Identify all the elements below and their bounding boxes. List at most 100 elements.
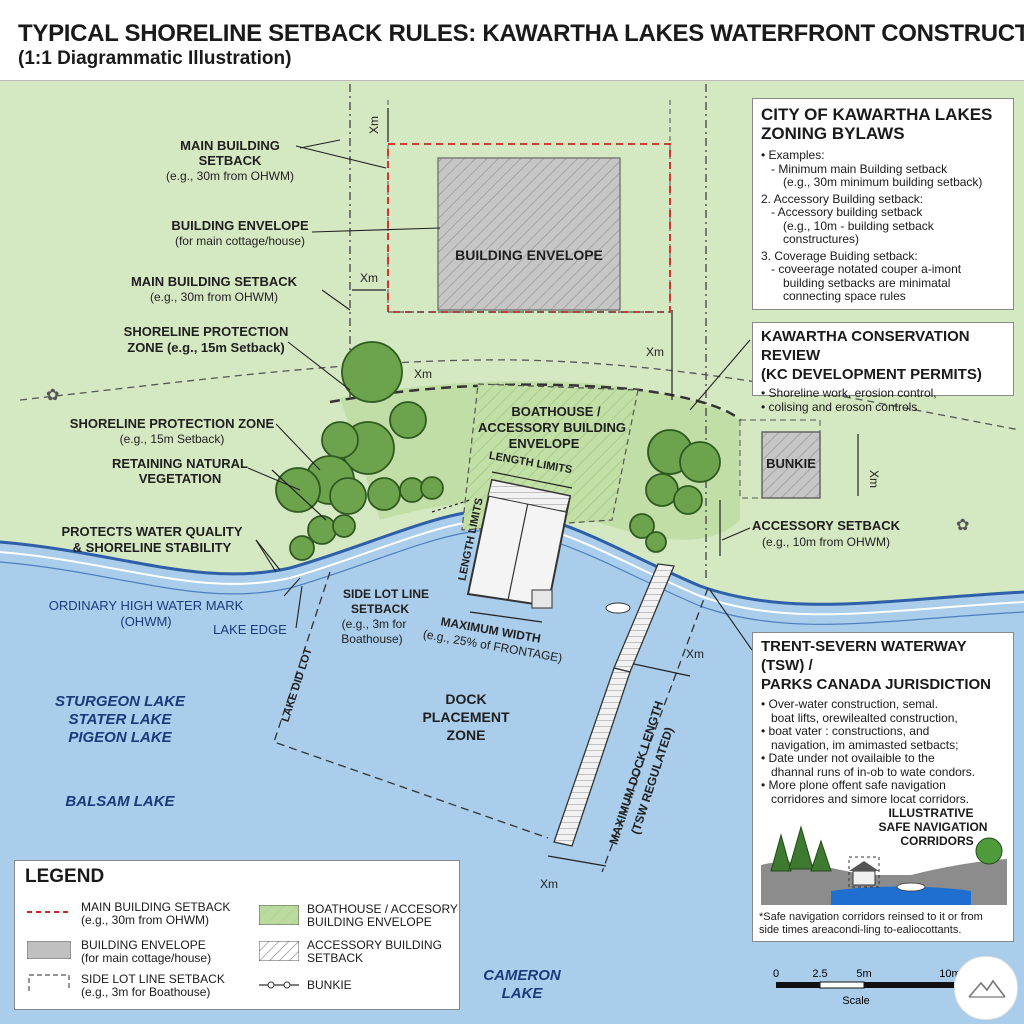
legend-item-b: SETBACK [307, 951, 364, 965]
tsw-line: navigation, im amimasted setbacts; [771, 737, 959, 752]
scale-tick: 5m [856, 968, 871, 980]
kc-title-2: (KC DEVELOPMENT PERMITS) [761, 366, 982, 383]
accessory-setback-label: ACCESSORY SETBACK [752, 518, 901, 533]
legend-item-label: ACCESSORY BUILDING SETBACK [307, 939, 442, 965]
boathouse-label: BOATHOUSE / [511, 404, 601, 419]
envelope-label-2: (for main cottage/house) [175, 234, 305, 248]
lake-name-cameron-2: LAKE [502, 985, 544, 1002]
legend-item-b: (for main cottage/house) [81, 951, 212, 965]
tsw-line: boat lifts, orewilealted construction, [771, 710, 958, 725]
spz-dashed-arc-2 [329, 383, 741, 421]
natural-vegetation-trees [275, 341, 721, 561]
page-title: TYPICAL SHORELINE SETBACK RULES: KAWARTH… [18, 20, 1024, 47]
flower-marker-icon: ✿ [956, 515, 969, 534]
legend-swatch-grey [27, 941, 71, 959]
mountain-logo-graphic [968, 979, 1006, 998]
spz-label: SHORELINE PROTECTION [124, 324, 289, 339]
scale-label: Scale [842, 995, 870, 1007]
tsw-line: corridores and simore locat corridors. [771, 791, 970, 806]
illustration-caption-3: CORRIDORS [900, 834, 973, 848]
xm-label: Xm [686, 647, 704, 661]
scale-tick: 2.5 [812, 968, 827, 980]
legend-item-label: BOATHOUSE / ACCESORY BUILDING ENVELOPE [307, 903, 458, 929]
boathouse-structure [466, 478, 572, 609]
dock-structure [553, 563, 675, 847]
side-lot-label-4: Boathouse) [341, 632, 402, 646]
tsw-footnote: *Safe navigation corridors reinsed to it… [759, 911, 983, 923]
legend-item-b: BUILDING ENVELOPE [307, 915, 432, 929]
legend-item-a: ACCESSORY BUILDING [307, 938, 442, 952]
scale-tick: 0 [773, 968, 779, 980]
page-subtitle: (1:1 Diagrammatic Illustration) [18, 48, 292, 69]
main-setback-label-3: (e.g., 30m from OHWM) [166, 169, 294, 183]
veg-label-2: VEGETATION [139, 471, 222, 486]
ohwm-label: ORDINARY HIGH WATER MARK [49, 598, 244, 613]
kawartha-conservation-panel: KAWARTHA CONSERVATION REVIEW (KC DEVELOP… [752, 322, 1014, 413]
zoning-bylaws-panel: CITY OF KAWARTHA LAKES ZONING BYLAWS • E… [752, 98, 1014, 310]
main-building-setback-boundary [387, 143, 671, 313]
legend-item-b: (e.g., 3m for Boathouse) [81, 985, 211, 999]
dock-zone-right [601, 587, 709, 873]
tsw-line: • boat vater : constructions, and [761, 724, 930, 738]
main-setback-2-label: MAIN BUILDING SETBACK [131, 274, 298, 289]
illustration-caption-2: SAFE NAVIGATION [879, 820, 988, 834]
lake-edge-label: LAKE EDGE [213, 622, 287, 637]
legend-item-label: BUILDING ENVELOPE (for main cottage/hous… [81, 939, 211, 965]
building-envelope-box [437, 157, 621, 311]
zoning-line: building setbacks are minimatal [783, 275, 951, 290]
zoning-title-2: ZONING BYLAWS [761, 124, 905, 143]
kc-line: • Shoreline work, erosion control, [761, 386, 937, 400]
zoning-line: - Minimum main Building setback [771, 161, 948, 176]
veg-label: RETAINING NATURAL [112, 456, 248, 471]
zoning-line: constructures) [783, 232, 860, 246]
zoning-title: CITY OF KAWARTHA LAKES [761, 105, 993, 124]
bunkie-label: BUNKIE [766, 456, 816, 471]
legend-swatch-green-hatch [259, 905, 299, 925]
tsw-line: • Date under not ovailaible to the [761, 751, 935, 765]
legend-item-a: BOATHOUSE / ACCESORY [307, 902, 458, 916]
envelope-label: BUILDING ENVELOPE [171, 218, 309, 233]
navigation-corridor-illustration: ILLUSTRATIVE SAFE NAVIGATION CORRIDORS [761, 805, 1007, 905]
zoning-line: (e.g., 30m minimum building setback) [783, 175, 983, 189]
water-quality-label-2: & SHORELINE STABILITY [73, 540, 232, 555]
tsw-line: • Over-water construction, semal. [761, 697, 938, 711]
tsw-title-2: PARKS CANADA JURISDICTION [761, 676, 992, 693]
main-setback-2-label-2: (e.g., 30m from OHWM) [150, 290, 278, 304]
illustration-caption: ILLUSTRATIVE [888, 806, 973, 820]
boathouse-label-3: ENVELOPE [509, 436, 580, 451]
ohwm-label-2: (OHWM) [120, 614, 171, 629]
flower-marker-icon: ✿ [46, 385, 59, 404]
legend-panel: LEGEND MAIN BUILDING SETBACK (e.g., 30m … [14, 860, 460, 1010]
lake-name-pigeon: PIGEON LAKE [68, 729, 172, 746]
spz-label-2: ZONE (e.g., 15m Setback) [127, 340, 285, 355]
dock-zone-label-2: PLACEMENT [422, 709, 510, 725]
tsw-line: • More plone offent safe navigation [761, 778, 946, 792]
lake-name-stater: STATER LAKE [69, 711, 173, 728]
tsw-line: dhannal runs of in-ob to wate condors. [771, 764, 976, 779]
legend-item-label: BUNKIE [307, 979, 352, 992]
zoning-line: connecting space rules [783, 289, 906, 303]
xm-label: Xm [367, 116, 381, 134]
legend-swatch-red-dashed [27, 911, 71, 913]
scale-bar: 0 2.5 5m 10m Scale [770, 966, 961, 1016]
main-setback-label-2: SETBACK [199, 153, 262, 168]
dock-placement-zone [273, 571, 549, 839]
accessory-setback-label-2: (e.g., 10m from OHWM) [762, 535, 890, 549]
zoning-line: 3. Coverage Buiding setback: [761, 248, 918, 263]
bunkie-setback-box [739, 419, 821, 499]
legend-item-a: SIDE LOT LINE SETBACK [81, 972, 225, 986]
legend-swatch-bunkie [259, 981, 299, 989]
boat-icon [605, 602, 631, 614]
legend-item-a: MAIN BUILDING SETBACK [81, 900, 231, 914]
legend-item-a: BUILDING ENVELOPE [81, 938, 206, 952]
kc-title: KAWARTHA CONSERVATION REVIEW [761, 328, 970, 364]
side-lot-label: SIDE LOT LINE [343, 587, 429, 601]
mountain-logo-icon [954, 956, 1018, 1020]
title-bar: TYPICAL SHORELINE SETBACK RULES: KAWARTH… [0, 0, 1024, 81]
zoning-line: • Examples: [761, 148, 825, 162]
zoning-line: 2. Accessory Building setback: [761, 191, 924, 206]
spz2-label-2: (e.g., 15m Setback) [120, 432, 225, 446]
xm-label: Xm [414, 367, 432, 381]
lake-name-sturgeon: STURGEON LAKE [55, 693, 186, 710]
